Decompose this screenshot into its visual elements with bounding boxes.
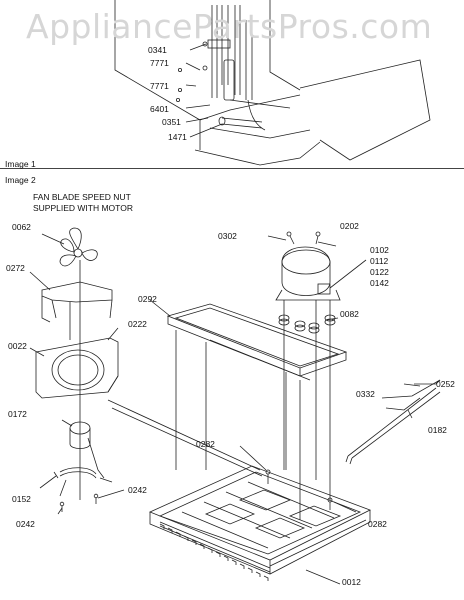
- part-label-0112: 0112: [370, 256, 389, 266]
- part-label: 0351: [162, 117, 181, 127]
- part-label: 1471: [168, 132, 187, 142]
- wiring-harness: [345, 379, 441, 465]
- fan-shroud-cover: [29, 271, 113, 323]
- fan-note-line1: FAN BLADE SPEED NUT: [33, 192, 131, 202]
- evaporator-pan: [149, 299, 348, 520]
- part-label: 7771: [150, 81, 169, 91]
- part-label-0102: 0102: [370, 245, 389, 255]
- part-label-0022: 0022: [8, 341, 27, 351]
- part-label-0282-left: 0282: [196, 439, 215, 449]
- section-divider: [0, 168, 464, 169]
- part-label-0332: 0332: [356, 389, 375, 399]
- part-label-0282-right: 0282: [368, 519, 387, 529]
- part-label-0202: 0202: [340, 221, 359, 231]
- part-label-0012: 0012: [342, 577, 361, 587]
- part-label: 7771: [150, 58, 169, 68]
- image2-drawing: [29, 227, 441, 585]
- watermark-logo: AppliancePartsPros.com: [26, 7, 433, 46]
- part-label-0272: 0272: [6, 263, 25, 273]
- part-label: 6401: [150, 104, 169, 114]
- base-pan: [148, 445, 372, 585]
- part-label-0152: 0152: [12, 494, 31, 504]
- part-label-0172: 0172: [8, 409, 27, 419]
- part-label-0062: 0062: [12, 222, 31, 232]
- part-label-0242-left: 0242: [16, 519, 35, 529]
- part-label-0142: 0142: [370, 278, 389, 288]
- part-label: 0341: [148, 45, 167, 55]
- fan-note-line2: SUPPLIED WITH MOTOR: [33, 203, 133, 213]
- part-label-0292: 0292: [138, 294, 157, 304]
- part-label-0182: 0182: [428, 425, 447, 435]
- motor-bracket: [39, 467, 97, 497]
- part-label-0242-right: 0242: [128, 485, 147, 495]
- image1-caption: Image 1: [5, 159, 36, 169]
- compressor: [267, 231, 367, 500]
- part-label-0252: 0252: [436, 379, 455, 389]
- fan-housing: [29, 327, 119, 399]
- fan-blade: [41, 227, 98, 267]
- image2-caption: Image 2: [5, 175, 36, 185]
- part-label-0302: 0302: [218, 231, 237, 241]
- part-label-0082: 0082: [340, 309, 359, 319]
- image1-drawing: [114, 0, 431, 166]
- part-label-0222: 0222: [128, 319, 147, 329]
- part-label-0122: 0122: [370, 267, 389, 277]
